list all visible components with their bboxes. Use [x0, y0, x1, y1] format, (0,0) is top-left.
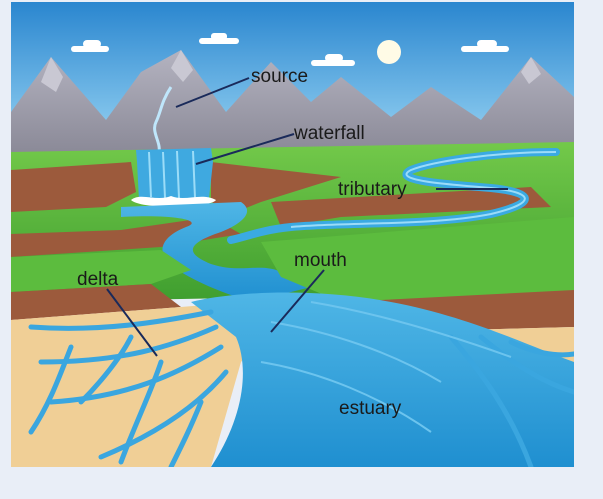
label-mouth: mouth	[294, 250, 347, 271]
label-source: source	[251, 66, 308, 87]
upper-cliff	[11, 162, 136, 212]
sun	[377, 40, 401, 64]
middle-cliff	[11, 217, 241, 257]
river-landscape-illustration: source waterfall tributary mouth delta e…	[11, 2, 574, 467]
waterfall-feature	[131, 148, 216, 207]
delta-channels	[28, 309, 574, 467]
lower-grass-right	[261, 217, 574, 302]
main-river	[121, 202, 311, 302]
middle-cliff-right	[271, 187, 551, 227]
upper-cliff-right	[211, 162, 341, 212]
lower-cliff-left	[11, 284, 181, 320]
label-waterfall: waterfall	[293, 123, 365, 144]
waterfall-leader	[195, 133, 295, 165]
source-leader	[175, 77, 250, 108]
source-stream	[153, 86, 173, 153]
delta-leader	[106, 288, 158, 357]
leader-lines	[106, 77, 508, 357]
label-estuary: estuary	[339, 398, 402, 419]
lower-grass-left	[11, 250, 191, 292]
estuary-streaks	[260, 301, 512, 433]
mouth-leader	[270, 269, 325, 333]
label-delta: delta	[77, 269, 119, 290]
estuary-water	[191, 292, 574, 467]
label-tributary: tributary	[338, 179, 407, 200]
clouds	[71, 33, 509, 66]
